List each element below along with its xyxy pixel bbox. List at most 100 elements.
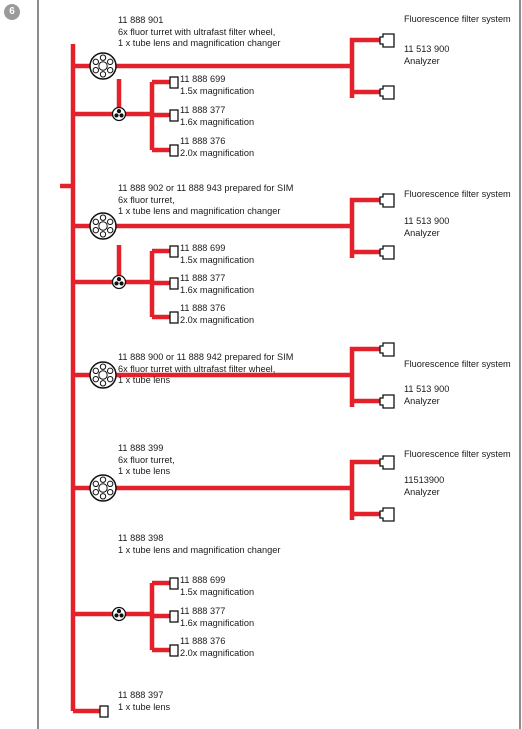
turret-hub [98,61,108,71]
module-label-line: 1 x tube lens and magnification changer [118,544,281,555]
changer-lens [114,281,119,286]
turret-filter-slot [106,66,114,74]
frame-left-rule [37,0,39,729]
changer-label-line: 2.0x magnification [180,314,255,325]
module-label-line: 6x fluor turret with ultrafast filter wh… [118,363,276,374]
module-label-line: 11 888 397 [118,690,164,700]
port-module-icon [379,455,395,470]
changer-label-line: 2.0x magnification [180,647,255,658]
module-label-line: 6x fluor turret with ultrafast filter wh… [118,26,276,37]
output-label-line: Analyzer [404,395,440,406]
port-module-icon [379,394,395,409]
module-label-line: 1 x tube lens [118,375,171,385]
turret-filter-slot [106,226,114,234]
output-label-line: 11513900 [404,475,445,485]
turret-filter-slot [99,380,107,387]
port-body [379,85,395,100]
magnification-changer-icon [111,274,127,290]
tube-lens-icon [99,705,109,718]
port-body [379,245,395,260]
output-label-line: Analyzer [404,227,440,238]
changer-lens [119,281,124,286]
turret-filter-slot [106,375,114,383]
output-label: Fluorescence filter system [404,449,511,461]
turret-filter-slot [92,480,100,488]
output-branch-line [349,197,380,258]
turret-filter-slot [99,231,107,238]
module-label-line: 11 888 902 or 11 888 943 prepared for SI… [118,183,294,193]
changer-lens [116,277,122,282]
turret-filter-slot [92,218,100,226]
turret-filter-slot [99,71,107,78]
changer-label-line: 2.0x magnification [180,147,255,158]
port-module-icon [379,193,395,208]
changer-lens [116,609,122,614]
output-label-line: 11 513 900 [404,216,450,226]
changer-label-line: 11 888 377 [180,273,226,283]
tube-lens-icon [169,277,179,290]
tube-lens-icon [169,245,179,258]
output-label-line: Analyzer [404,55,440,66]
changer-lens [116,109,122,114]
turret-filter-slot [92,58,100,66]
turret-filter-slot [106,218,114,226]
turret-filter-slot [99,214,107,221]
turret-filter-slot [92,488,100,496]
module-label-line: 11 888 901 [118,15,164,25]
changer-label-line: 11 888 377 [180,105,226,115]
frame-right-rule [519,0,521,729]
port-body [379,33,395,48]
turret-filter-slot [99,493,107,500]
module-label-line: 6x fluor turret, [118,194,175,205]
turret-filter-slot [106,488,114,496]
output-label-line: 11 513 900 [404,44,450,54]
output-label-line: Fluorescence filter system [404,359,511,369]
changer-label-line: 1.6x magnification [180,617,255,628]
port-module-icon [379,245,395,260]
output-label-line: Analyzer [404,486,440,497]
changer-lens [119,113,124,118]
turret-filter-slot [106,58,114,66]
output-label: Fluorescence filter system [404,359,511,371]
tube-lens-icon [169,644,179,657]
turret-hub [98,483,108,493]
turret-hub [98,370,108,380]
tube-lens-icon [169,610,179,623]
module-label-line: 1 x tube lens and magnification changer [118,206,281,216]
changer-label-line: 1.5x magnification [180,254,255,265]
filter-turret-icon [89,212,117,240]
port-body [379,394,395,409]
changer-label-line: 11 888 699 [180,243,226,253]
changer-label-line: 1.6x magnification [180,284,255,295]
tube-lens-icon [169,109,179,122]
module-label: 11 888 902 or 11 888 943 prepared for SI… [118,183,293,218]
port-module-icon [379,85,395,100]
output-label: Fluorescence filter system [404,189,511,201]
turret-filter-slot [92,375,100,383]
module-label-line: 1 x tube lens and magnification changer [118,38,281,48]
output-branch-line [349,459,380,520]
changer-label-line: 1.6x magnification [180,116,255,127]
changer-label-line: 11 888 376 [180,636,226,646]
port-body [379,193,395,208]
turret-filter-slot [92,66,100,74]
turret-hub [98,221,108,231]
output-label: Fluorescence filter system [404,14,511,26]
port-module-icon [379,33,395,48]
changer-label-line: 11 888 699 [180,74,226,84]
output-label-line: Fluorescence filter system [404,14,511,24]
port-body [379,455,395,470]
